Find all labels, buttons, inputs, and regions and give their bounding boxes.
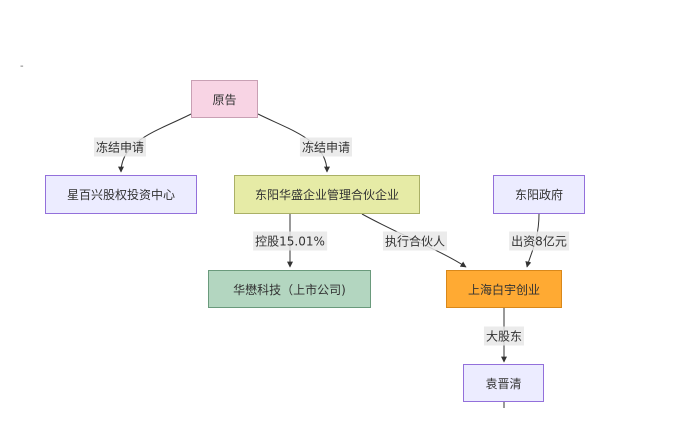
- node-shanghai-baiyu-label: 上海白宇创业: [467, 282, 540, 297]
- edge-label-e5: 出资8亿元: [509, 231, 569, 251]
- node-shanghai-baiyu[interactable]: 上海白宇创业: [446, 270, 562, 308]
- node-plaintiff[interactable]: 原告: [191, 80, 258, 118]
- node-plaintiff-label: 原告: [212, 92, 237, 107]
- edge-label-e3: 控股15.01%: [253, 231, 327, 251]
- node-dongyang-huasheng[interactable]: 东阳华盛企业管理合伙企业: [234, 175, 420, 214]
- node-yuan-jinqing[interactable]: 袁晋清: [463, 364, 544, 402]
- node-yuan-jinqing-label: 袁晋清: [485, 376, 522, 391]
- edge-plaintiff-to-xingbaixing: [118, 113, 192, 173]
- edge-label-e6: 大股东: [483, 326, 525, 346]
- edge-label-e1: 冻结申请: [93, 137, 147, 157]
- node-huamao[interactable]: 华懋科技（上市公司): [208, 270, 371, 308]
- node-dongyang-gov[interactable]: 东阳政府: [493, 175, 585, 214]
- stray-mark: -: [20, 61, 24, 72]
- node-xingbaixing[interactable]: 星百兴股权投资中心: [45, 175, 197, 214]
- node-dongyang-gov-label: 东阳政府: [514, 188, 563, 202]
- edge-label-e2: 冻结申请: [299, 137, 353, 157]
- node-xingbaixing-label: 星百兴股权投资中心: [66, 188, 175, 202]
- edge-label-e4: 执行合伙人: [382, 231, 448, 251]
- node-huamao-label: 华懋科技（上市公司): [233, 282, 346, 297]
- node-dongyang-huasheng-label: 东阳华盛企业管理合伙企业: [254, 188, 399, 202]
- edge-plaintiff-to-huasheng: [257, 113, 330, 173]
